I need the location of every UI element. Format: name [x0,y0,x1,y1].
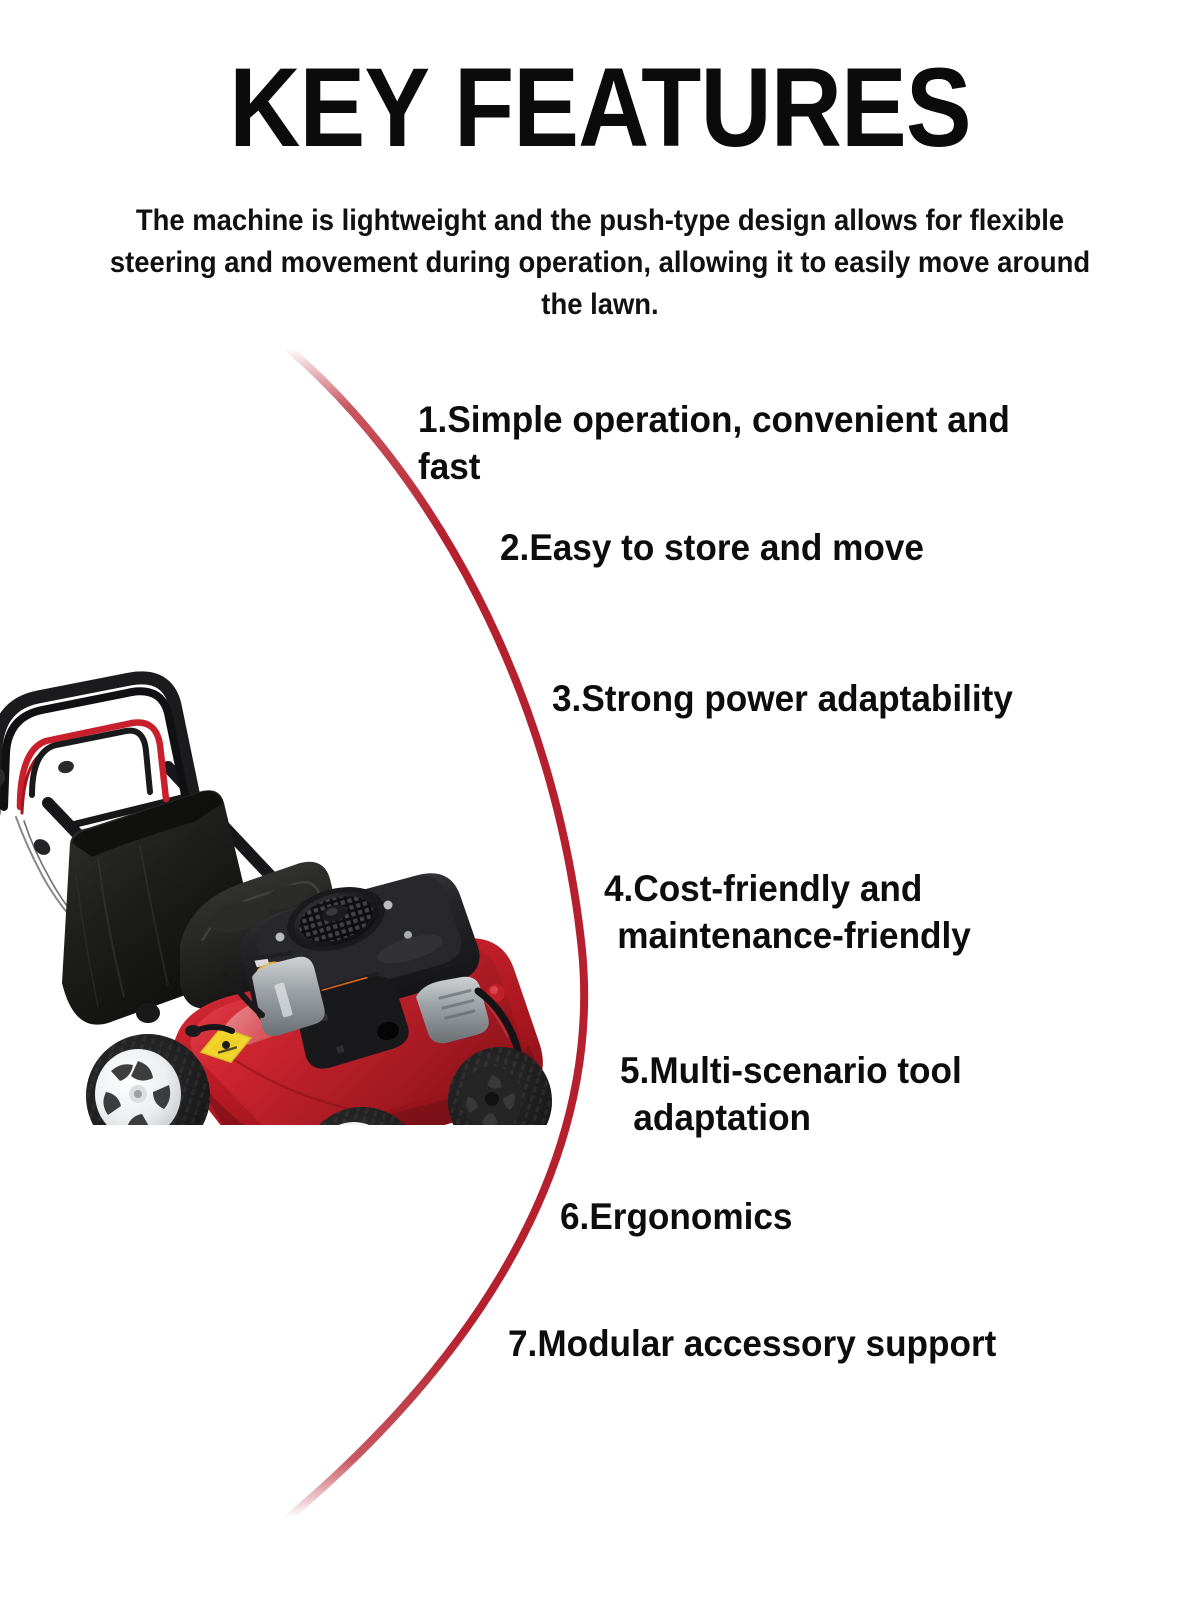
feature-item-5-line-1: 5.Multi-scenario tool [620,1050,962,1091]
feature-item-6: 6.Ergonomics [560,1196,793,1237]
feature-item-4-line-1: 4.Cost-friendly and [604,868,923,909]
page-subtitle: The machine is lightweight and the push-… [109,204,1091,321]
lawn-mower-image [0,671,552,1125]
air-intake-grille [287,887,385,951]
feature-item-5: 5.Multi-scenario tool adaptation [620,1000,1057,1188]
deck-warning-sticker [199,1026,253,1064]
feature-item-3: 3.Strong power adaptability [552,678,1013,719]
feature-item-4: 4.Cost-friendly and maintenance-friendly [604,818,1079,1006]
feature-item-1: 1.Simple operation, convenient and fast [418,399,1010,487]
feature-item-5-line-2: adaptation [633,1097,812,1138]
feature-item-7: 7.Modular accessory support [508,1323,997,1364]
wheel-rear-left [86,1034,210,1125]
feature-item-2: 2.Easy to store and move [500,527,924,568]
height-adjust-lever [185,1024,235,1037]
feature-item-4-line-2: maintenance-friendly [617,915,971,956]
wheel-right [448,1047,552,1125]
wheel-front-left [319,1107,405,1125]
page-title: KEY FEATURES [229,45,971,170]
mower-engine [217,873,524,1111]
